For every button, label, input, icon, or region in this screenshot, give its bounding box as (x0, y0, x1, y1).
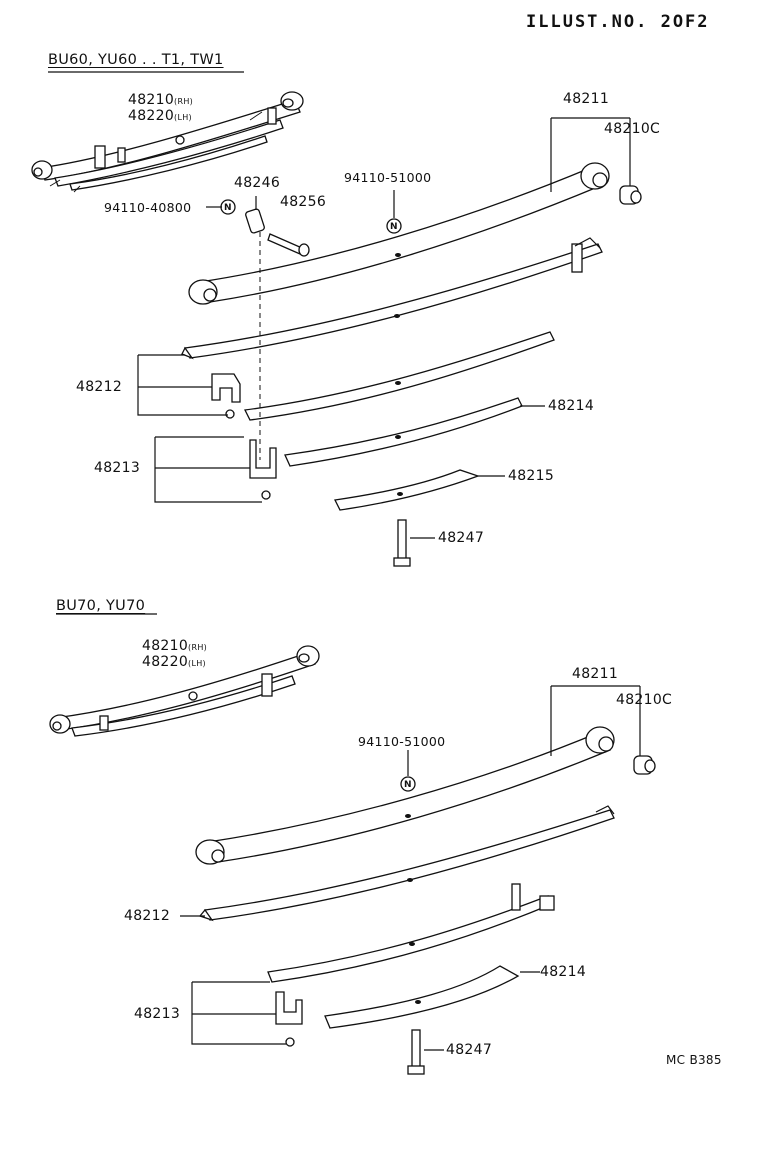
part-label-94110-40800: 94110-40800 (104, 200, 192, 215)
part-label-94110-51000-2: 94110-51000 (358, 734, 446, 749)
pin-and-bolt-1 (245, 208, 310, 257)
section-2-title: BU70, YU70 (56, 598, 146, 614)
leaf-5-1 (334, 469, 480, 511)
main-leaf-2 (195, 726, 656, 865)
part-label-48211: 48211 (563, 91, 610, 107)
main-leaf-1 (188, 162, 642, 305)
part-label-48220-lh-2: 48220(LH) (142, 654, 206, 670)
assembled-spring-thumbnail-1 (31, 91, 304, 193)
part-label-48210c: 48210C (604, 121, 661, 137)
part-label-48212: 48212 (76, 379, 123, 395)
part-label-48210-rh: 48210(RH) (128, 92, 194, 108)
part-label-48247: 48247 (438, 530, 485, 546)
leaf-2-2 (198, 805, 615, 922)
leaf-2-1 (181, 237, 603, 360)
assembled-spring-thumbnail-2 (49, 645, 320, 737)
nut-marker-n-3: N (404, 780, 412, 790)
clip-48213-2 (275, 991, 303, 1047)
nut-marker-n-2: N (390, 222, 398, 232)
part-label-94110-51000: 94110-51000 (344, 170, 432, 185)
part-label-48213: 48213 (94, 460, 141, 476)
leaf-3-1 (244, 331, 555, 421)
drawing-code: MC B385 (666, 1053, 722, 1067)
part-label-48210-rh-2: 48210(RH) (142, 638, 208, 654)
part-label-48214: 48214 (548, 398, 595, 414)
part-label-48211-2: 48211 (572, 666, 619, 682)
illustration-number: ILLUST.NO. 2OF2 (526, 12, 710, 32)
nut-markers-2 (400, 776, 416, 792)
center-bolt-2 (407, 1029, 425, 1075)
part-label-48213-2: 48213 (134, 1006, 181, 1022)
part-label-48256: 48256 (280, 194, 327, 210)
clip-48213-1 (249, 439, 277, 500)
leaf-4-2 (324, 965, 520, 1029)
part-label-48220-lh: 48220(LH) (128, 108, 192, 124)
section-1-title: BU60, YU60 . . T1, TW1 (48, 52, 224, 68)
part-label-48214-2: 48214 (540, 964, 587, 980)
part-label-48212-2: 48212 (124, 908, 171, 924)
part-label-48247-2: 48247 (446, 1042, 493, 1058)
part-label-48210c-2: 48210C (616, 692, 673, 708)
center-bolt-1 (393, 519, 411, 567)
clip-48212-1 (211, 373, 241, 419)
part-label-48215: 48215 (508, 468, 555, 484)
nut-marker-n-1: N (224, 203, 232, 213)
leaf-3-2 (267, 883, 555, 983)
part-label-48246: 48246 (234, 175, 281, 191)
